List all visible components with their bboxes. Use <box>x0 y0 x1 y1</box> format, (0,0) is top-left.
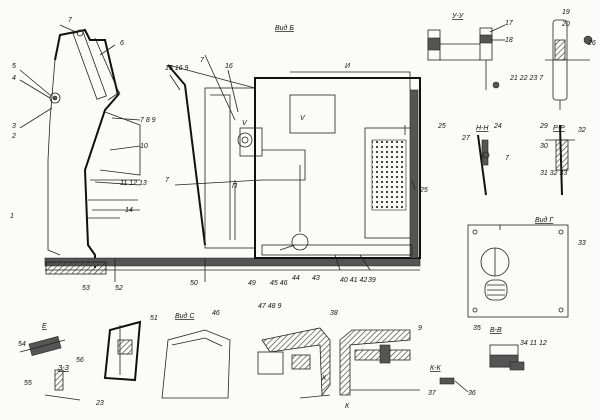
section-e-title: Е <box>42 323 47 330</box>
callout-55: 55 <box>24 380 32 387</box>
callout-51: 51 <box>150 315 158 322</box>
view-g-panel <box>467 224 569 318</box>
callout-11-12-13: 11 12 13 <box>120 180 147 187</box>
view-c-title: Вид С <box>175 312 195 320</box>
callout-33: 33 <box>578 240 586 247</box>
callout-49: 49 <box>248 280 256 287</box>
section-pp-detail <box>545 124 575 196</box>
callout-7d: 7 <box>505 155 510 162</box>
section-vv-title: В-В <box>490 327 502 334</box>
section-z-detail <box>19 335 81 401</box>
callout-7b: 7 <box>200 57 205 64</box>
callout-14: 14 <box>125 207 133 214</box>
callout-36: 36 <box>468 390 476 397</box>
callout-26: 26 <box>587 40 596 47</box>
callout-38: 38 <box>330 310 338 317</box>
view-b-title: Вид Б <box>275 24 294 32</box>
callout-45-46: 45 46 <box>270 280 288 287</box>
view-c-detail <box>161 329 231 399</box>
callout-3: 3 <box>12 123 16 130</box>
section-kk-large-detail <box>339 329 420 396</box>
callout-32: 32 <box>578 127 586 134</box>
callout-39: 39 <box>368 277 376 284</box>
cut-mark-p: П <box>232 183 238 190</box>
callout-43: 43 <box>312 275 320 282</box>
callout-52: 52 <box>115 285 123 292</box>
section-nn-title: Н-Н <box>476 125 489 132</box>
section-pp-title: Р-Р <box>553 125 565 132</box>
section-uu-title: У-У <box>451 13 465 20</box>
labels: Вид Б Вид Г Вид С У-У Р-Р Н-Н В-В К-К Е … <box>10 9 596 410</box>
callout-25b: 25 <box>419 187 428 194</box>
callout-27: 27 <box>461 135 471 142</box>
callout-7: 7 <box>68 17 73 24</box>
callout-23: 23 <box>95 400 104 407</box>
callout-17: 17 <box>505 20 514 27</box>
seal-section-detail <box>257 327 331 399</box>
cut-mark-v2: V <box>242 120 248 127</box>
cut-mark-k1: К <box>322 375 327 382</box>
callout-37: 37 <box>428 390 437 397</box>
callout-16: 16 <box>225 63 233 70</box>
section-z-title: З-З <box>58 365 70 372</box>
cut-mark-v1: V <box>300 115 306 122</box>
section-kk-title: К-К <box>430 365 441 372</box>
callout-15-16-9: 15 16 9 <box>165 65 188 72</box>
cut-mark-i: И <box>345 63 351 70</box>
callout-29: 29 <box>539 123 548 130</box>
callout-1: 1 <box>10 213 14 220</box>
cab-rear-body <box>114 64 421 282</box>
callout-56: 56 <box>76 357 84 364</box>
callout-20: 20 <box>561 21 570 28</box>
callout-25a: 25 <box>437 123 446 130</box>
callout-50: 50 <box>190 280 198 287</box>
callout-7-8-9: 7 8 9 <box>140 117 156 124</box>
callout-40-41-42: 40 41 42 <box>340 277 367 284</box>
callout-53: 53 <box>82 285 90 292</box>
callout-2: 2 <box>11 133 16 140</box>
section-uu-detail <box>427 24 506 90</box>
section-vv-detail <box>489 344 525 371</box>
callout-4: 4 <box>12 75 16 82</box>
callout-47-48-9: 47 48 9 <box>258 303 281 310</box>
section-nn-detail <box>477 134 490 196</box>
cut-mark-k2: К <box>345 403 350 410</box>
callout-35: 35 <box>473 325 481 332</box>
section-kk-small-detail <box>439 377 469 393</box>
callout-6: 6 <box>120 40 124 47</box>
callout-44: 44 <box>292 275 300 282</box>
callout-54: 54 <box>18 341 26 348</box>
callout-10: 10 <box>140 143 148 150</box>
callout-34: 34 11 12 <box>520 340 547 347</box>
callout-30: 30 <box>540 143 548 150</box>
view-g-title: Вид Г <box>535 216 554 224</box>
callout-21: 21 22 23 7 <box>509 75 544 82</box>
callout-9: 9 <box>418 325 422 332</box>
callout-5: 5 <box>12 63 16 70</box>
handle-bracket-detail <box>545 19 593 110</box>
callout-31: 31 32 33 <box>540 170 567 177</box>
callout-7c: 7 <box>165 177 170 184</box>
callout-46: 46 <box>212 310 220 317</box>
callout-19: 19 <box>562 9 570 16</box>
callout-18: 18 <box>505 37 513 44</box>
callout-24: 24 <box>493 123 502 130</box>
bracket-51-detail <box>103 320 142 382</box>
leader-lines <box>19 24 416 271</box>
